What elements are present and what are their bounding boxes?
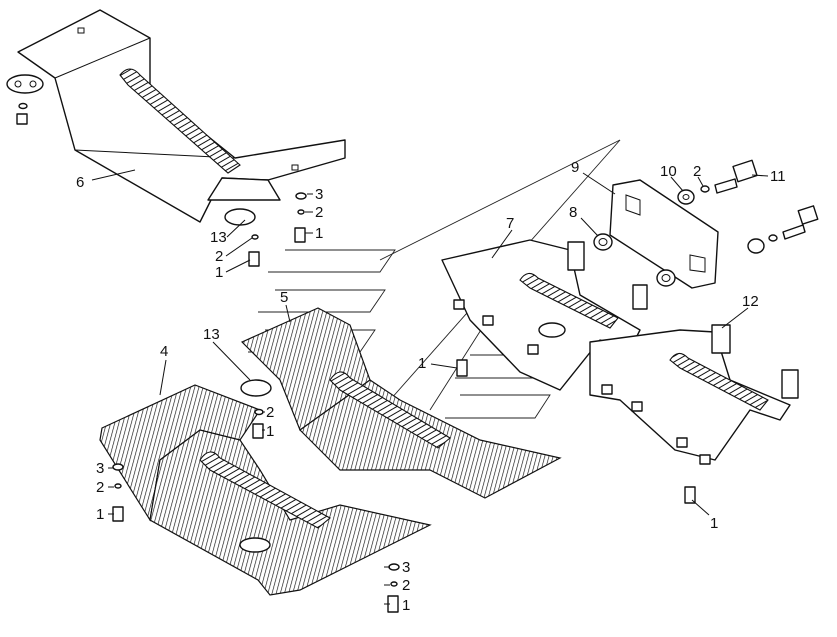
callout-2: 2 <box>266 404 274 421</box>
callout-3: 3 <box>315 186 323 203</box>
bolt-11-group <box>677 159 758 205</box>
callout-2: 2 <box>693 163 701 180</box>
callout-13: 13 <box>203 326 220 343</box>
callout-1: 1 <box>315 225 323 242</box>
callout-2: 2 <box>315 204 323 221</box>
callout-1: 1 <box>215 264 223 281</box>
callout-labels: 6 3 2 1 13 2 1 5 4 13 2 1 3 2 1 3 2 1 1 … <box>76 159 786 614</box>
part-4-lower-left-bracket <box>99 384 432 596</box>
callout-1: 1 <box>418 355 426 372</box>
callout-4: 4 <box>160 343 168 360</box>
part-6-upper-bracket <box>17 9 346 223</box>
part-12-bracket <box>589 324 799 465</box>
callout-13: 13 <box>210 229 227 246</box>
callout-1: 1 <box>266 423 274 440</box>
callout-8: 8 <box>569 204 577 221</box>
callout-1: 1 <box>710 515 718 532</box>
callout-10: 10 <box>660 163 677 180</box>
part-9-plate <box>609 179 719 289</box>
callout-1: 1 <box>96 506 104 523</box>
callout-1: 1 <box>402 597 410 614</box>
leader-lines <box>91 169 769 605</box>
gasket-top-left <box>6 74 44 125</box>
callout-5: 5 <box>280 289 288 306</box>
callout-9: 9 <box>571 159 579 176</box>
callout-7: 7 <box>506 215 514 232</box>
washers-8 <box>593 233 676 287</box>
bolt-group-right <box>747 205 819 254</box>
callout-12: 12 <box>742 293 759 310</box>
callout-2: 2 <box>96 479 104 496</box>
loose-fasteners <box>112 192 696 613</box>
callout-11: 11 <box>770 168 786 185</box>
callout-3: 3 <box>96 460 104 477</box>
callout-3: 3 <box>402 559 410 576</box>
part-5-lower-middle-bracket <box>240 307 562 499</box>
callout-2: 2 <box>402 577 410 594</box>
callout-2: 2 <box>215 248 223 265</box>
callout-6: 6 <box>76 174 84 191</box>
